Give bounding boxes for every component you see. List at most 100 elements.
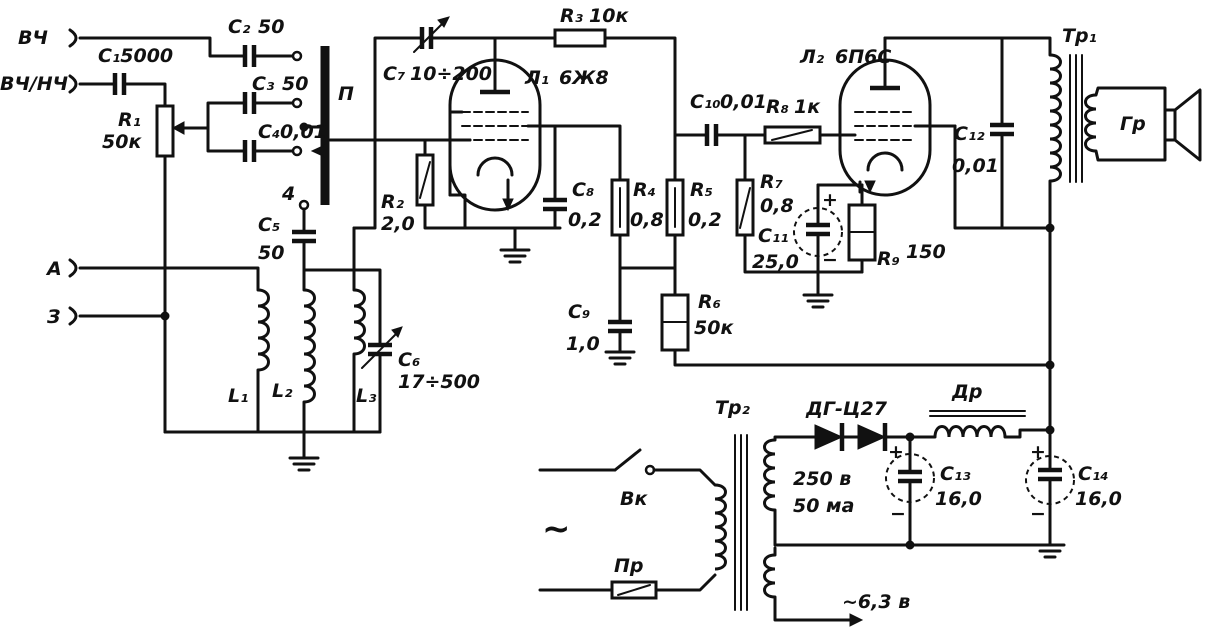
capacitor-c9 (604, 266, 636, 366)
label-r5-ref: R₅ (690, 179, 713, 201)
capacitor-c10 (704, 124, 767, 146)
label-c4-ref: C₄ (258, 121, 280, 143)
label-diodes: ДГ-Ц27 (805, 398, 888, 420)
label-r2-ref: R₂ (381, 191, 405, 213)
label-c11-plus: + (822, 189, 838, 211)
resistor-r3 (553, 28, 677, 187)
label-c14-ref: C₁₄ (1078, 463, 1109, 485)
label-fuse: Пр (614, 555, 644, 577)
capacitor-c6 (361, 326, 403, 434)
choke-dr (929, 410, 1052, 439)
label-c12-value: 0,01 (952, 155, 999, 177)
label-r2-value: 2,0 (381, 213, 415, 235)
label-c14-plus: + (1030, 441, 1046, 463)
label-ground: З (46, 306, 61, 328)
label-c7-ref: C₇ (383, 63, 405, 85)
label-secondary-rating-2: 50 ма (793, 495, 854, 517)
capacitor-c12 (990, 122, 1014, 230)
capacitor-c8 (543, 124, 567, 230)
input-jack-vch-nch (68, 73, 167, 108)
transformer-tr2 (714, 434, 776, 611)
label-c10-value: 0,01 (720, 91, 767, 113)
label-c8-value: 0,2 (568, 209, 602, 231)
capacitor-c5 (292, 229, 316, 272)
label-c1: C₁5000 (98, 45, 173, 67)
label-heater: ~6,3 в (842, 591, 910, 613)
label-c12-ref: C₁₂ (954, 123, 985, 145)
label-r6-ref: R₆ (698, 291, 721, 313)
label-r4-ref: R₄ (633, 179, 656, 201)
wire-heater (773, 546, 860, 622)
label-r6-value: 50к (694, 317, 734, 339)
label-r3-value: 10к (589, 5, 629, 27)
label-r4-value: 0,8 (630, 209, 664, 231)
label-r7-value: 0,8 (760, 195, 794, 217)
label-c8-ref: C₈ (572, 179, 594, 201)
label-c7-value: 10÷200 (410, 63, 492, 85)
coil-l2 (302, 268, 316, 460)
label-l1: L₁ (228, 385, 248, 407)
label-r8-value: 1к (794, 96, 821, 118)
label-c13-minus: − (890, 503, 906, 525)
label-l2: L₂ (272, 380, 293, 402)
label-speaker: Гр (1120, 113, 1146, 135)
transformer-tr1 (1000, 36, 1097, 367)
capacitor-c13 (885, 435, 935, 547)
label-secondary-rating-1: 250 в (793, 468, 851, 490)
coil-l1 (256, 288, 270, 434)
label-c2-ref: C₂ (228, 16, 251, 38)
label-c6-ref: C₆ (398, 349, 420, 371)
label-choke: Др (951, 381, 983, 403)
label-tube2-ref: Л₂ (799, 46, 825, 68)
resistor-r6 (660, 293, 1052, 367)
wire-cathode (448, 193, 467, 230)
label-r7-ref: R₇ (760, 171, 783, 193)
switch-bar-p (299, 46, 330, 205)
wire-speaker-loop (1094, 86, 1167, 162)
label-l3: L₃ (356, 385, 377, 407)
label-c2-value: 50 (258, 16, 284, 38)
label-c9-value: 1,0 (566, 333, 600, 355)
input-jack-ground (68, 306, 170, 326)
label-c14-minus: − (1030, 503, 1046, 525)
resistor-r1 (155, 104, 210, 434)
label-c13-ref: C₁₃ (940, 463, 971, 485)
junction-gnd-ps (905, 540, 915, 550)
wire-l3-grid (352, 36, 422, 230)
label-vch: ВЧ (18, 27, 48, 49)
label-r1-value: 50к (102, 131, 142, 153)
label-c6-value: 17÷500 (398, 371, 480, 393)
input-jack-vch (68, 28, 247, 58)
label-c13-plus: + (888, 441, 904, 463)
label-power-switch: Вк (620, 488, 648, 510)
ground-symbol-2 (499, 226, 531, 264)
label-c10-ref: C₁₀ (690, 91, 721, 113)
label-r9-ref: R₉ (877, 248, 900, 270)
capacitor-c14 (1025, 455, 1075, 547)
ground-symbol-4 (1034, 543, 1066, 559)
label-antenna: А (45, 258, 62, 280)
label-tube1-type: 6Ж8 (559, 67, 609, 89)
tap-4 (298, 199, 310, 234)
junction-c12 (1045, 223, 1055, 233)
label-c9-ref: C₉ (568, 301, 590, 323)
label-r9-value: 150 (906, 241, 946, 263)
resistor-r4 (610, 178, 630, 270)
label-c5-value: 50 (258, 242, 284, 264)
label-c5-ref: C₅ (258, 214, 280, 236)
capacitor-c7 (413, 16, 557, 53)
label-c11-minus: − (822, 249, 838, 271)
tube-l2-6p6s (838, 36, 957, 197)
tube-l1-6j8 (448, 36, 562, 212)
wire-screen (558, 124, 622, 182)
capacitor-c11 (793, 183, 864, 297)
label-r8-ref: R₈ (766, 96, 789, 118)
wire-l-bus (302, 268, 382, 347)
label-tap4: 4 (281, 183, 295, 205)
label-c11-ref: C₁₁ (758, 225, 789, 247)
ground-symbol-3 (802, 293, 834, 309)
wire-sec-hv (773, 435, 817, 442)
label-tube2-type: 6П6С (835, 46, 891, 68)
label-r3-ref: R₃ (560, 5, 584, 27)
